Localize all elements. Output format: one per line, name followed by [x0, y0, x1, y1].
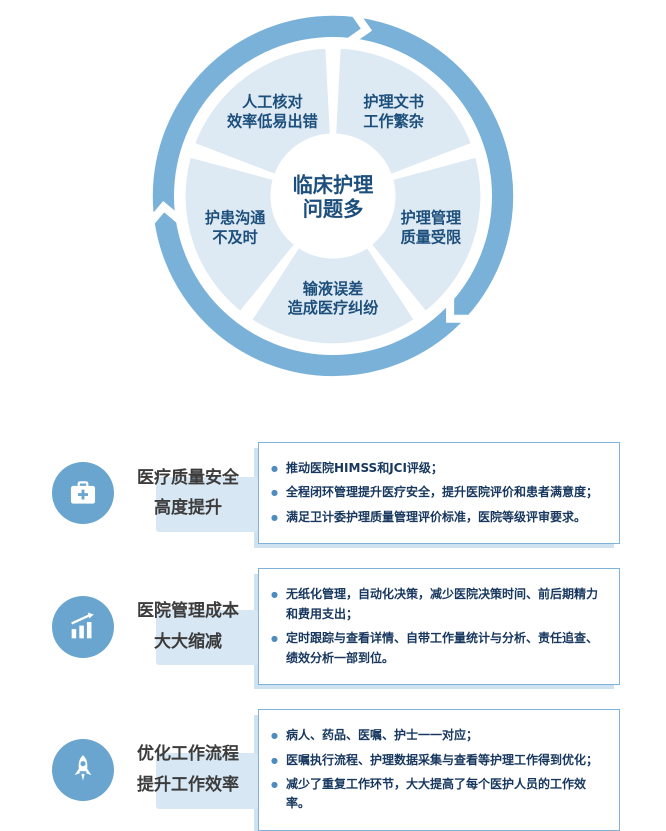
benefit-row-efficiency: 优化工作流程 提升工作效率 病人、药品、医嘱、护士一一对应； 医嘱执行流程、护理…: [52, 709, 620, 831]
problem-wheel-svg: 护理文书 工作繁杂 护理管理 质量受限 输液误差 造成医疗纠纷 护患沟通 不及时…: [147, 10, 514, 377]
benefit-title-line2: 提升工作效率: [137, 774, 239, 795]
sector-shape-top-left: [195, 48, 330, 174]
benefit-title-line2: 大大缩减: [154, 631, 222, 652]
sector-shape-right: [372, 157, 481, 311]
benefit-box: 无纸化管理，自动化决策，减少医院决策时间、前后期精力和费用支出； 定时跟踪与查看…: [258, 568, 620, 686]
wheel-outer-ring: [152, 15, 514, 377]
benefit-box: 推动医院HIMSS和JCI评级； 全程闭环管理提升医疗安全，提升医院评价和患者满…: [258, 442, 620, 545]
ring-arrow-icon: [147, 200, 182, 225]
benefit-title-line2: 高度提升: [154, 498, 222, 519]
benefit-title-line1: 优化工作流程: [137, 744, 239, 765]
growth-chart-icon: [52, 595, 114, 658]
benefit-bullet: 全程闭环管理提升医疗安全，提升医院评价和患者满意度；: [271, 483, 607, 502]
sector-label: 工作繁杂: [363, 112, 424, 130]
sector-label: 质量受限: [401, 228, 462, 246]
ring-arrow-icon: [446, 298, 471, 323]
benefit-bullet: 推动医院HIMSS和JCI评级；: [271, 459, 607, 478]
sector-label: 护患沟通: [205, 209, 266, 227]
benefit-row-quality: 医疗质量安全 高度提升 推动医院HIMSS和JCI评级； 全程闭环管理提升医疗安…: [52, 442, 620, 545]
wheel-center-title: 问题多: [303, 197, 364, 221]
benefit-bullet: 医嘱执行流程、护理数据采集与查看等护理工作得到优化；: [271, 751, 607, 770]
rocket-icon: [52, 738, 114, 801]
sector-label: 造成医疗纠纷: [288, 299, 380, 317]
benefit-bullet: 定时跟踪与查看详情、自带工作量统计与分析、责任追查、绩效分析一部到位。: [271, 629, 607, 668]
sector-shape-left: [185, 157, 294, 311]
wheel-center-title: 临床护理: [293, 173, 374, 197]
sector-label: 护理文书: [363, 93, 424, 111]
page: 护理文书 工作繁杂 护理管理 质量受限 输液误差 造成医疗纠纷 护患沟通 不及时…: [0, 0, 666, 802]
sector-label: 护理管理: [401, 209, 462, 227]
sector-shape-top-right: [336, 48, 471, 174]
benefit-row-cost: 医院管理成本 大大缩减 无纸化管理，自动化决策，减少医院决策时间、前后期精力和费…: [52, 568, 620, 686]
benefit-title-line1: 医院管理成本: [137, 601, 239, 622]
sector-label: 效率低易出错: [227, 112, 318, 130]
benefit-bullet-list: 推动医院HIMSS和JCI评级； 全程闭环管理提升医疗安全，提升医院评价和患者满…: [271, 459, 607, 527]
sector-label: 输液误差: [303, 280, 364, 298]
sector-shape-bottom: [252, 248, 414, 344]
sector-label: 不及时: [212, 228, 257, 246]
problem-wheel: 护理文书 工作繁杂 护理管理 质量受限 输液误差 造成医疗纠纷 护患沟通 不及时…: [0, 0, 666, 390]
benefit-title: 优化工作流程 提升工作效率: [126, 739, 258, 809]
benefit-title: 医疗质量安全 高度提升: [126, 463, 258, 532]
benefit-bullet: 病人、药品、医嘱、护士一一对应；: [271, 726, 607, 745]
benefit-bullet: 满足卫计委护理质量管理评价标准，医院等级评审要求。: [271, 508, 607, 527]
benefit-title-line1: 医疗质量安全: [137, 467, 239, 488]
benefit-bullet-list: 病人、药品、医嘱、护士一一对应； 医嘱执行流程、护理数据采集与查看等护理工作得到…: [271, 726, 607, 814]
benefit-title: 医院管理成本 大大缩减: [126, 596, 258, 666]
growth-chart-icon: [71, 612, 94, 639]
medical-kit-icon: [70, 481, 96, 504]
sector-label: 人工核对: [242, 93, 303, 111]
benefits-section: 医疗质量安全 高度提升 推动医院HIMSS和JCI评级； 全程闭环管理提升医疗安…: [52, 442, 620, 831]
benefit-box: 病人、药品、医嘱、护士一一对应； 医嘱执行流程、护理数据采集与查看等护理工作得到…: [258, 709, 620, 831]
rocket-icon: [74, 755, 92, 781]
ring-arrow-icon: [347, 10, 373, 45]
benefit-bullet: 无纸化管理，自动化决策，减少医院决策时间、前后期精力和费用支出；: [271, 585, 607, 624]
benefit-bullet: 减少了重复工作环节，大大提高了每个医护人员的工作效率。: [271, 775, 607, 814]
benefit-bullet-list: 无纸化管理，自动化决策，减少医院决策时间、前后期精力和费用支出； 定时跟踪与查看…: [271, 585, 607, 668]
medical-kit-icon: [52, 462, 114, 525]
